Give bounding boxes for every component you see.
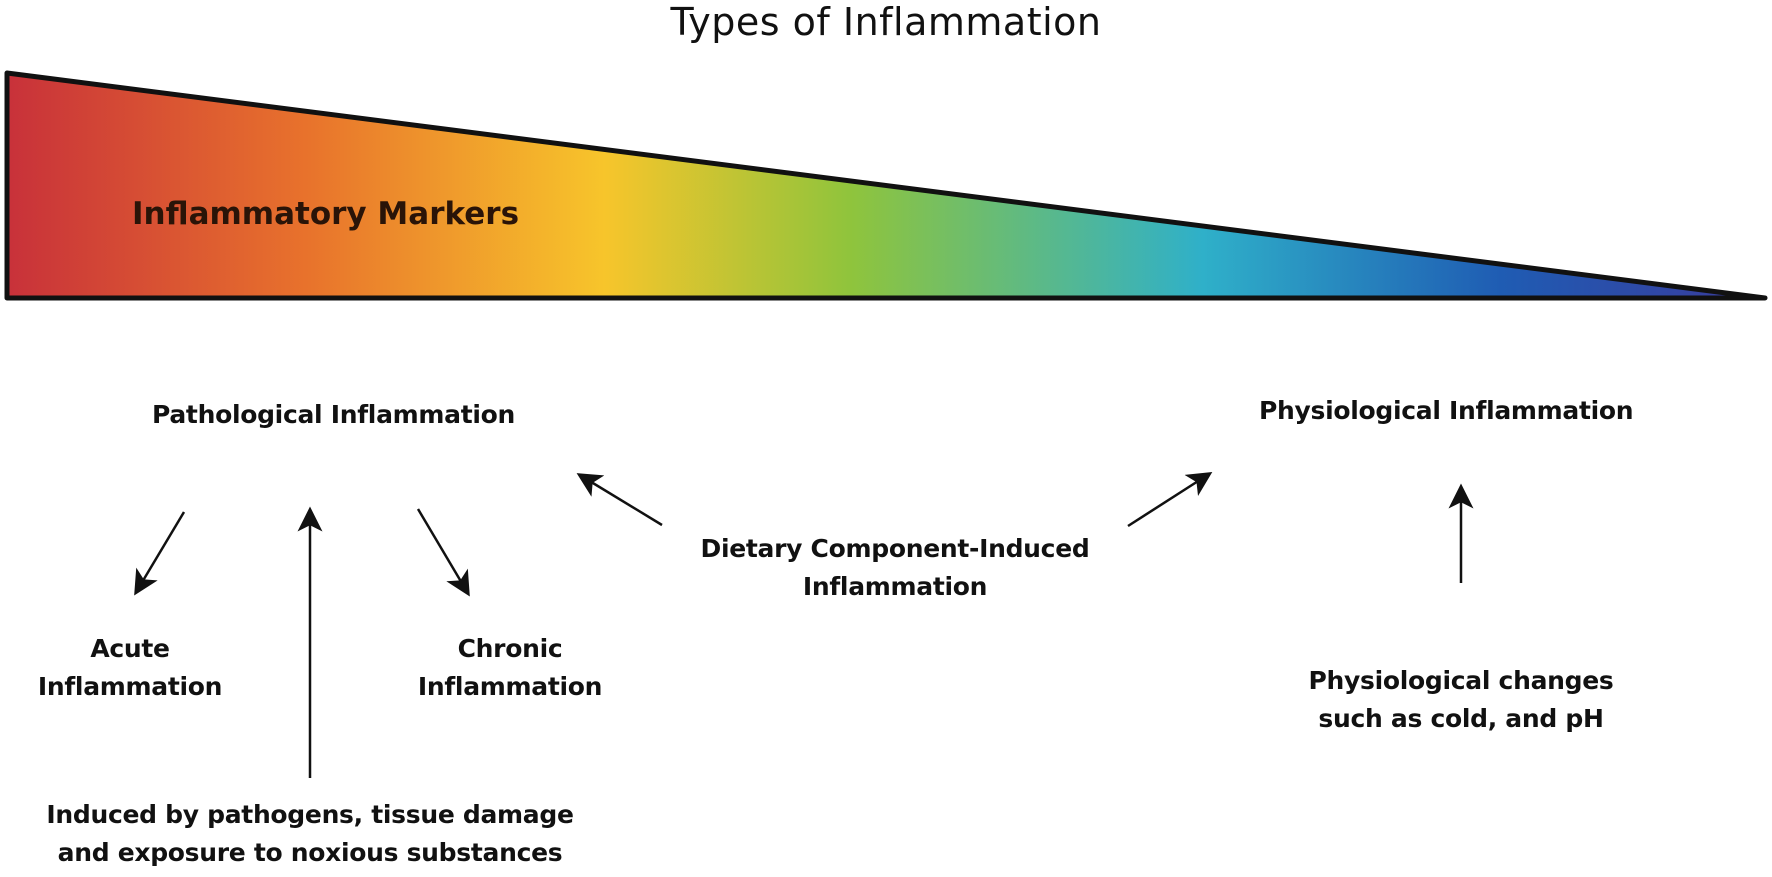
acute-inflammation-label: Acute Inflammation bbox=[20, 630, 240, 706]
dietary-line-2: Inflammation bbox=[802, 572, 988, 601]
arrow-dietary-to-pathological bbox=[576, 473, 663, 527]
physiological-cause-line-2: such as cold, and pH bbox=[1318, 704, 1604, 733]
pathogen-cause-line-2: and exposure to noxious substances bbox=[57, 838, 563, 867]
physiological-cause-label: Physiological changes such as cold, and … bbox=[1281, 662, 1641, 738]
inflammatory-markers-wedge bbox=[4, 70, 1768, 301]
pathological-inflammation-label: Pathological Inflammation bbox=[152, 400, 515, 429]
chronic-line-1: Chronic bbox=[457, 634, 563, 663]
arrow-dietary-to-physiological bbox=[1127, 471, 1213, 528]
chronic-line-2: Inflammation bbox=[417, 672, 603, 701]
dietary-inflammation-label: Dietary Component-Induced Inflammation bbox=[675, 530, 1115, 606]
acute-line-1: Acute bbox=[90, 634, 170, 663]
inflammatory-markers-label: Inflammatory Markers bbox=[132, 196, 520, 232]
acute-line-2: Inflammation bbox=[37, 672, 223, 701]
arrow-to-chronic bbox=[416, 508, 470, 597]
pathogen-cause-line-1: Induced by pathogens, tissue damage bbox=[46, 800, 574, 829]
diagram-title: Types of Inflammation bbox=[670, 0, 1102, 44]
chronic-inflammation-label: Chronic Inflammation bbox=[400, 630, 620, 706]
physiological-cause-line-1: Physiological changes bbox=[1308, 666, 1614, 695]
arrow-to-acute bbox=[134, 511, 186, 596]
dietary-line-1: Dietary Component-Induced bbox=[700, 534, 1090, 563]
pathogen-cause-label: Induced by pathogens, tissue damage and … bbox=[30, 796, 590, 872]
physiological-inflammation-label: Physiological Inflammation bbox=[1259, 396, 1634, 425]
